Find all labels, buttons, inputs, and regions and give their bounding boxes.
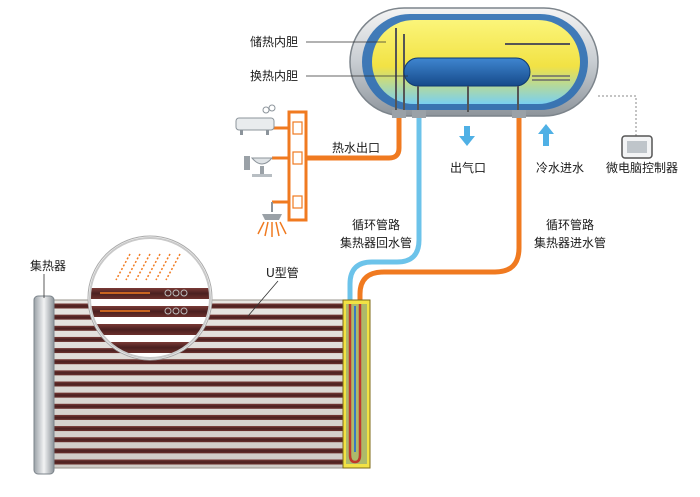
- collector-tube: [54, 426, 344, 432]
- controller-device: [621, 135, 653, 159]
- collector-tube: [54, 370, 344, 376]
- shower-icon: [257, 202, 287, 237]
- collector-tube: [54, 437, 344, 443]
- collector-tube: [54, 403, 344, 409]
- label-u-tube: U型管: [266, 266, 299, 280]
- heat-exchange-tank: [403, 57, 531, 112]
- label-return-line-2: 集热器回水管: [339, 236, 412, 250]
- collector-tube: [54, 348, 344, 354]
- collector-tube: [54, 336, 344, 342]
- label-microcomputer-controller: 微电脑控制器: [606, 161, 679, 175]
- water-tank: [349, 7, 599, 118]
- label-collector: 集热器: [30, 259, 67, 273]
- collector-tube: [54, 414, 344, 420]
- label-cold-water-inlet: 冷水进水: [536, 161, 585, 175]
- magnifier-detail: [87, 235, 213, 361]
- collector-tube: [54, 381, 344, 387]
- collector-tube: [54, 359, 344, 365]
- label-inlet-line-1: 循环管路: [545, 218, 594, 232]
- label-inlet-line-2: 集热器进水管: [533, 236, 606, 250]
- sunlight-rays-icon: [115, 253, 181, 281]
- label-heat-exchange-tank: 换热内胆: [250, 69, 299, 83]
- collector-tube: [54, 459, 344, 465]
- bathtub-icon: [235, 104, 276, 135]
- label-hot-water-outlet: 热水出口: [332, 141, 381, 155]
- solar-collector: [33, 295, 371, 475]
- hot-water-distribution: [272, 110, 308, 222]
- air-outlet-arrow-icon: [459, 126, 475, 146]
- cold-water-inlet-arrow-icon: [538, 124, 554, 146]
- sink-icon: [244, 156, 274, 177]
- label-return-line-1: 循环管路: [351, 218, 400, 232]
- label-air-outlet: 出气口: [450, 161, 487, 175]
- collector-tube: [54, 448, 344, 454]
- collector-tube: [54, 392, 344, 398]
- label-storage-tank: 储热内胆: [250, 35, 299, 49]
